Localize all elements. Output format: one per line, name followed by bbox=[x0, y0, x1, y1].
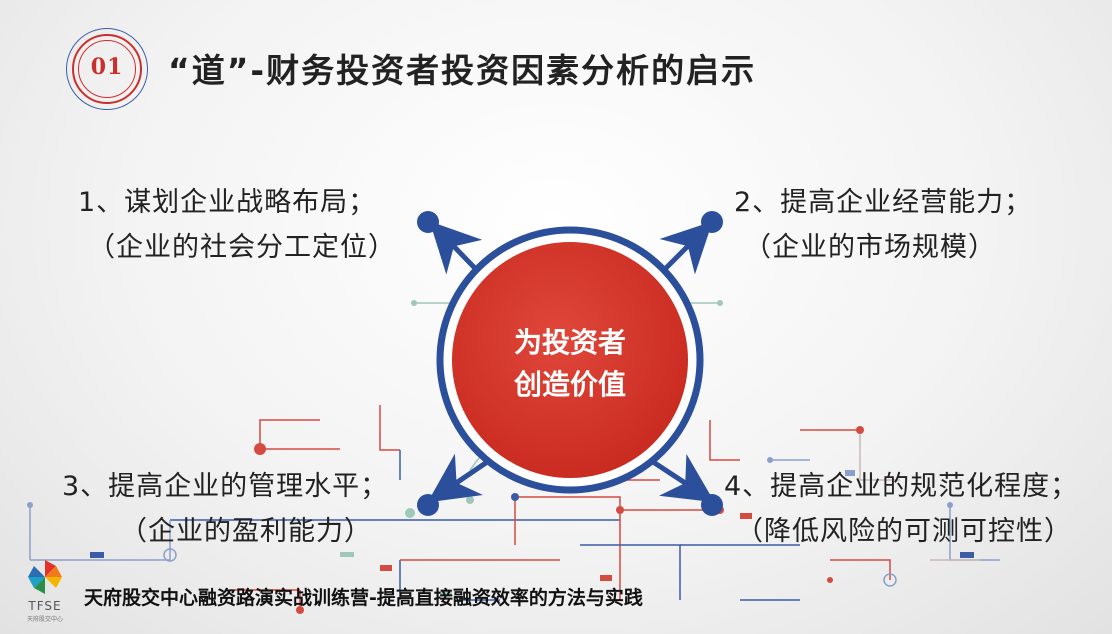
logo-text: TFSE bbox=[28, 599, 62, 613]
factor-1-title: 1、谋划企业战略布局； bbox=[78, 187, 377, 218]
badge-outer-ring bbox=[66, 28, 148, 110]
factor-4: 4、提高企业的规范化程度； （降低风险的可测可控性） bbox=[724, 464, 1078, 554]
factor-3-title: 3、提高企业的管理水平； bbox=[62, 471, 389, 502]
badge-number: 01 bbox=[90, 54, 124, 80]
factor-2-sub: （企业的市场规模） bbox=[744, 232, 996, 263]
central-label-line-2: 创造价值 bbox=[513, 368, 626, 401]
factor-2: 2、提高企业经营能力； （企业的市场规模） bbox=[734, 180, 1032, 270]
tfse-logo: TFSE 天府股交中心 bbox=[16, 556, 74, 626]
badge-middle-ring bbox=[72, 34, 142, 104]
node-dot-4 bbox=[701, 494, 723, 516]
node-dot-2 bbox=[701, 211, 723, 233]
factor-2-title: 2、提高企业经营能力； bbox=[734, 187, 1033, 218]
footer-caption: 天府股交中心融资路演实战训练营-提高直接融资效率的方法与实践 bbox=[84, 587, 643, 609]
logo-subtext: 天府股交中心 bbox=[26, 616, 63, 623]
section-badge: 01 bbox=[66, 28, 148, 110]
factor-3: 3、提高企业的管理水平； （企业的盈利能力） bbox=[62, 464, 388, 554]
central-label-line-1: 为投资者 bbox=[513, 326, 626, 359]
central-label: 为投资者 创造价值 bbox=[470, 322, 670, 406]
factor-1: 1、谋划企业战略布局； （企业的社会分工定位） bbox=[78, 180, 396, 270]
central-circle bbox=[452, 242, 688, 478]
factor-3-sub: （企业的盈利能力） bbox=[120, 516, 372, 547]
factor-1-sub: （企业的社会分工定位） bbox=[88, 232, 396, 263]
factor-4-sub: （降低风险的可测可控性） bbox=[736, 516, 1072, 547]
node-dot-3 bbox=[417, 494, 439, 516]
badge-inner-ring bbox=[78, 40, 136, 98]
pinwheel-icon bbox=[28, 560, 62, 594]
page-title: “道”-财务投资者投资因素分析的启示 bbox=[168, 51, 757, 90]
factor-4-title: 4、提高企业的规范化程度； bbox=[724, 471, 1079, 502]
node-dot-1 bbox=[417, 211, 439, 233]
